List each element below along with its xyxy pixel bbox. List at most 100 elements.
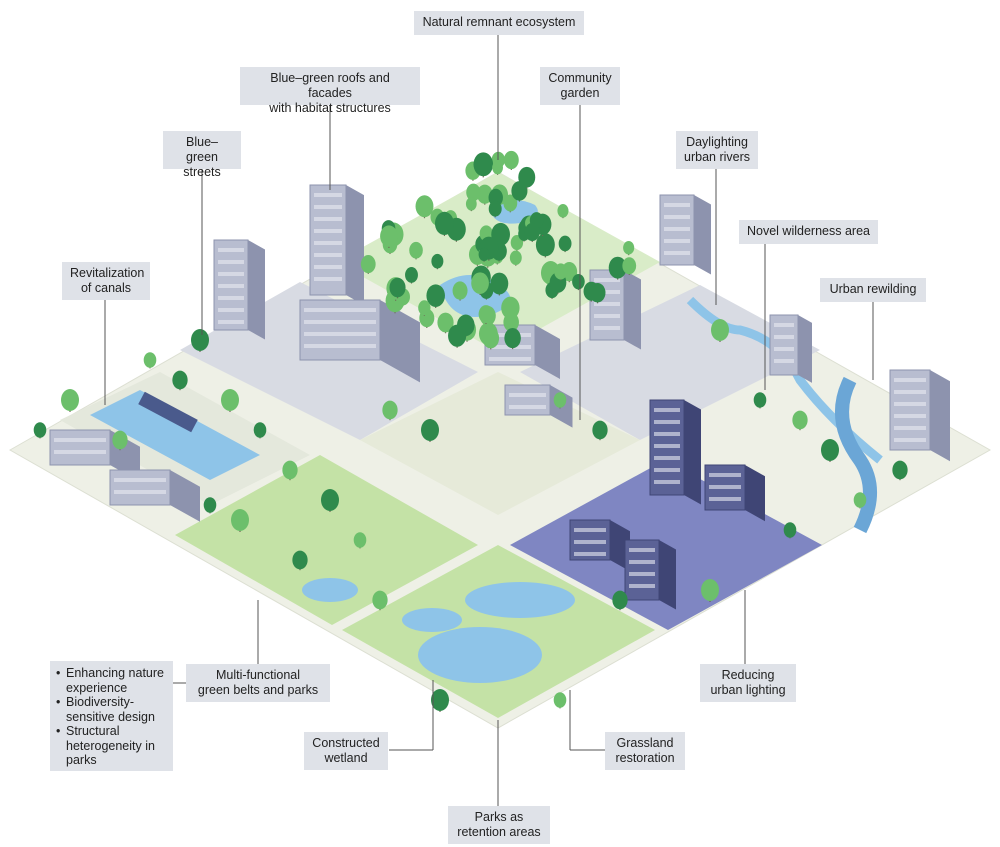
tree-crown	[488, 200, 502, 217]
tree-crown	[792, 410, 808, 430]
label-natural-remnant-ecosystem: Natural remnant ecosystem	[414, 11, 584, 35]
tree-crown	[282, 460, 298, 480]
window-row	[218, 272, 244, 276]
tree-crown	[382, 400, 398, 420]
tree-crown	[353, 532, 367, 548]
label-community-garden: Community garden	[540, 67, 620, 105]
tree	[553, 692, 567, 709]
window-row	[489, 357, 531, 361]
window-row	[509, 405, 546, 409]
tree	[509, 250, 522, 266]
window-row	[664, 227, 690, 231]
tree	[191, 329, 209, 352]
building-side	[684, 400, 701, 505]
tree	[321, 489, 339, 512]
apartment-block	[299, 299, 420, 383]
tree-crown	[503, 194, 518, 212]
tree	[426, 284, 445, 309]
window-row	[218, 260, 244, 264]
tree	[418, 300, 431, 317]
trees	[33, 150, 908, 712]
window-row	[629, 548, 655, 552]
window-row	[774, 359, 794, 363]
apartment-block	[309, 184, 364, 306]
tree-crown	[203, 497, 217, 513]
tree-crown	[33, 422, 47, 438]
window-row	[654, 456, 680, 460]
tree	[892, 460, 908, 481]
tree-crown	[783, 522, 797, 538]
window-row	[774, 335, 794, 339]
building-side	[659, 540, 676, 610]
window-row	[314, 193, 342, 197]
tree	[452, 281, 468, 301]
building-side	[170, 470, 200, 522]
label-parks-as-retention-areas: Parks as retention areas	[448, 806, 550, 844]
tree	[409, 241, 423, 260]
window-row	[664, 215, 690, 219]
bullet-item: Enhancing nature experience	[56, 666, 167, 695]
tree-crown	[434, 211, 454, 235]
window-row	[314, 241, 342, 245]
tree-crown	[490, 272, 509, 295]
window-row	[894, 390, 926, 394]
tree-crown	[389, 277, 406, 298]
window-row	[654, 444, 680, 448]
tree	[490, 272, 509, 296]
window-row	[314, 217, 342, 221]
night-tower	[649, 399, 701, 505]
window-row	[314, 253, 342, 257]
window-row	[629, 560, 655, 564]
tree	[437, 312, 454, 334]
apartment-block	[769, 314, 812, 383]
tree-crown	[622, 257, 637, 275]
window-row	[314, 265, 342, 269]
tree-crown	[504, 327, 521, 349]
tree-crown	[431, 689, 449, 711]
row-house	[109, 469, 200, 522]
tree-crown	[478, 305, 494, 324]
building-side	[346, 185, 364, 306]
tree	[61, 389, 79, 412]
tree	[557, 204, 569, 219]
window-row	[218, 308, 244, 312]
label-blue-green-streets: Blue–green streets	[163, 131, 241, 179]
tree	[172, 370, 188, 391]
window-row	[894, 426, 926, 430]
tree	[488, 200, 502, 218]
tree-crown	[191, 329, 209, 351]
park-design-bullet-list: Enhancing nature experience Biodiversity…	[50, 661, 173, 771]
tree	[753, 392, 767, 409]
apartment-block	[889, 369, 950, 462]
window-row	[594, 314, 620, 318]
tree-crown	[465, 197, 477, 211]
bullet-item: Biodiversity-sensitive design	[56, 695, 167, 724]
tree	[33, 422, 47, 439]
tree	[622, 257, 637, 275]
tree-crown	[535, 233, 555, 257]
window-row	[654, 420, 680, 424]
window-row	[218, 248, 244, 252]
tree	[112, 430, 128, 451]
tree	[554, 263, 568, 281]
window-row	[629, 572, 655, 576]
buildings	[49, 184, 950, 610]
window-row	[664, 203, 690, 207]
window-row	[304, 332, 376, 336]
tree	[431, 253, 444, 270]
tree-crown	[292, 550, 308, 570]
tree-crown	[503, 150, 519, 170]
label-blue-green-roofs: Blue–green roofs and facades with habita…	[240, 67, 420, 115]
tree	[558, 235, 572, 253]
window-row	[594, 278, 620, 282]
window-row	[218, 296, 244, 300]
window-row	[709, 485, 741, 489]
tree	[701, 579, 719, 602]
tree	[253, 422, 267, 439]
night-building	[624, 539, 676, 610]
label-leader-lines	[104, 35, 874, 806]
tree-crown	[821, 439, 839, 461]
tree	[792, 410, 808, 431]
tree-crown	[437, 312, 454, 333]
window-row	[664, 239, 690, 243]
